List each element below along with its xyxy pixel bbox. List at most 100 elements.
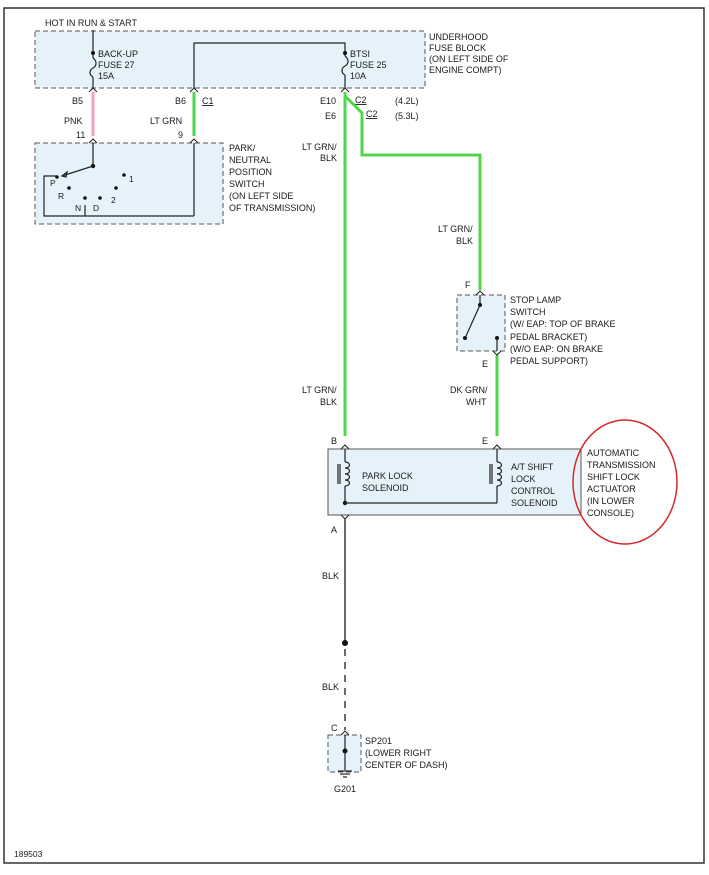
fuse27-symbol (89, 57, 97, 78)
svg-text:A/T SHIFT: A/T SHIFT (511, 462, 554, 472)
svg-text:PARK/: PARK/ (229, 143, 256, 153)
pin-e-actuator: E (482, 436, 488, 446)
position-d: D (93, 203, 99, 213)
svg-text:(ON LEFT SIDE: (ON LEFT SIDE (229, 191, 293, 201)
svg-text:15A: 15A (98, 71, 114, 81)
svg-text:LOCK: LOCK (511, 474, 536, 484)
svg-text:(W/ EAP: TOP OF BRAKE: (W/ EAP: TOP OF BRAKE (510, 319, 616, 329)
svg-text:BACK-UP: BACK-UP (98, 49, 138, 59)
svg-text:(ON LEFT SIDE OF: (ON LEFT SIDE OF (429, 54, 509, 64)
svg-text:10A: 10A (350, 71, 366, 81)
svg-text:FUSE 27: FUSE 27 (98, 60, 135, 70)
svg-text:WHT: WHT (466, 397, 487, 407)
pin-b5: B5 (72, 96, 83, 106)
park-neutral-switch-label: PARK/ NEUTRAL POSITION SWITCH (ON LEFT S… (229, 143, 315, 213)
svg-text:LT GRN/: LT GRN/ (302, 385, 337, 395)
svg-text:TRANSMISSION: TRANSMISSION (587, 460, 656, 470)
svg-text:PEDAL BRACKET): PEDAL BRACKET) (510, 332, 587, 342)
shift-lock-solenoid-label: A/T SHIFT LOCK CONTROL SOLENOID (511, 462, 558, 508)
stop-lamp-switch-symbol (463, 295, 499, 351)
wire-label-lt-grn: LT GRN (150, 116, 182, 126)
outer-frame (3, 7, 705, 864)
pin-e-stop: E (482, 359, 488, 369)
wire-label-dk-grn-wht: DK GRN/ WHT (450, 385, 488, 407)
position-1: 1 (129, 174, 134, 184)
svg-text:CONTROL: CONTROL (511, 486, 555, 496)
park-neutral-switch-box (34, 142, 224, 225)
figure-id: 189503 (14, 849, 43, 859)
actuator-highlight-circle (572, 419, 678, 545)
wire-label-blk-1: BLK (322, 571, 339, 581)
wire-label-blk-2: BLK (322, 682, 339, 692)
svg-text:ACTUATOR: ACTUATOR (587, 484, 636, 494)
pin-e10: E10 (320, 96, 336, 106)
park-lock-solenoid-label: PARK LOCK SOLENOID (362, 471, 413, 493)
pin-b6: B6 (175, 96, 186, 106)
power-label: HOT IN RUN & START (45, 18, 138, 28)
pin-9: 9 (178, 130, 183, 140)
svg-text:SHIFT LOCK: SHIFT LOCK (587, 472, 640, 482)
svg-text:BLK: BLK (456, 236, 473, 246)
svg-text:UNDERHOOD: UNDERHOOD (429, 32, 489, 42)
note-53l: (5.3L) (395, 111, 419, 121)
svg-text:BLK: BLK (320, 397, 337, 407)
pin-c: C (331, 723, 338, 733)
svg-text:DK GRN/: DK GRN/ (450, 385, 488, 395)
wire-label-lt-grn-blk-1: LT GRN/ BLK (302, 142, 337, 163)
position-n: N (75, 203, 81, 213)
svg-text:SWITCH: SWITCH (510, 307, 546, 317)
pin-b: B (331, 436, 337, 446)
svg-text:(IN LOWER: (IN LOWER (587, 496, 635, 506)
fuse-block-box (34, 30, 426, 89)
wire-label-lt-grn-blk-3: LT GRN/ BLK (302, 385, 337, 407)
svg-text:(W/O EAP: ON BRAKE: (W/O EAP: ON BRAKE (510, 344, 603, 354)
svg-text:PARK LOCK: PARK LOCK (362, 471, 413, 481)
fuse25-symbol (341, 55, 349, 76)
pin-f: F (465, 280, 471, 290)
svg-text:FUSE BLOCK: FUSE BLOCK (429, 43, 486, 53)
svg-text:AUTOMATIC: AUTOMATIC (587, 448, 640, 458)
svg-text:SOLENOID: SOLENOID (511, 498, 558, 508)
svg-text:LT GRN/: LT GRN/ (302, 142, 337, 152)
svg-text:SWITCH: SWITCH (229, 179, 265, 189)
svg-text:BLK: BLK (320, 153, 337, 163)
svg-text:OF TRANSMISSION): OF TRANSMISSION) (229, 203, 315, 213)
svg-text:PEDAL SUPPORT): PEDAL SUPPORT) (510, 356, 588, 366)
wire-label-lt-grn-blk-2: LT GRN/ BLK (438, 224, 473, 246)
pin-e6: E6 (325, 111, 336, 121)
fuse-block-label: UNDERHOOD FUSE BLOCK (ON LEFT SIDE OF EN… (429, 32, 509, 75)
fuse27-label: BACK-UP FUSE 27 15A (98, 49, 138, 81)
park-neutral-switch-symbol (43, 143, 195, 217)
ground-symbol (338, 770, 352, 778)
connector-c2-53: C2 (366, 109, 378, 119)
connector-c2-42: C2 (355, 95, 367, 105)
position-r: R (58, 191, 64, 201)
stop-lamp-switch-label: STOP LAMP SWITCH (W/ EAP: TOP OF BRAKE P… (510, 295, 616, 366)
svg-text:BTSI: BTSI (350, 49, 370, 59)
actuator-label: AUTOMATIC TRANSMISSION SHIFT LOCK ACTUAT… (587, 448, 656, 518)
wire-lt-grn-blk-branch (343, 94, 482, 290)
note-42l: (4.2L) (395, 96, 419, 106)
svg-text:LT GRN/: LT GRN/ (438, 224, 473, 234)
wire-label-pnk: PNK (64, 116, 83, 126)
shift-lock-actuator-box (327, 448, 582, 516)
svg-text:ENGINE COMPT): ENGINE COMPT) (429, 65, 502, 75)
svg-text:SOLENOID: SOLENOID (362, 483, 409, 493)
fuse25-label: BTSI FUSE 25 10A (350, 49, 387, 81)
pin-a: A (331, 525, 337, 535)
connector-c1: C1 (202, 96, 214, 106)
splice-sp201-label: SP201 (LOWER RIGHT CENTER OF DASH) (365, 736, 448, 770)
svg-text:POSITION: POSITION (229, 167, 272, 177)
position-2: 2 (111, 195, 116, 205)
svg-text:SP201: SP201 (365, 736, 392, 746)
position-p: P (50, 178, 56, 188)
svg-text:CONSOLE): CONSOLE) (587, 508, 634, 518)
svg-text:CENTER OF DASH): CENTER OF DASH) (365, 760, 448, 770)
svg-text:(LOWER RIGHT: (LOWER RIGHT (365, 748, 432, 758)
ground-g201: G201 (334, 784, 356, 794)
svg-text:NEUTRAL: NEUTRAL (229, 155, 271, 165)
svg-text:FUSE 25: FUSE 25 (350, 60, 387, 70)
svg-text:STOP LAMP: STOP LAMP (510, 295, 561, 305)
shift-lock-solenoid-symbol (345, 449, 503, 504)
